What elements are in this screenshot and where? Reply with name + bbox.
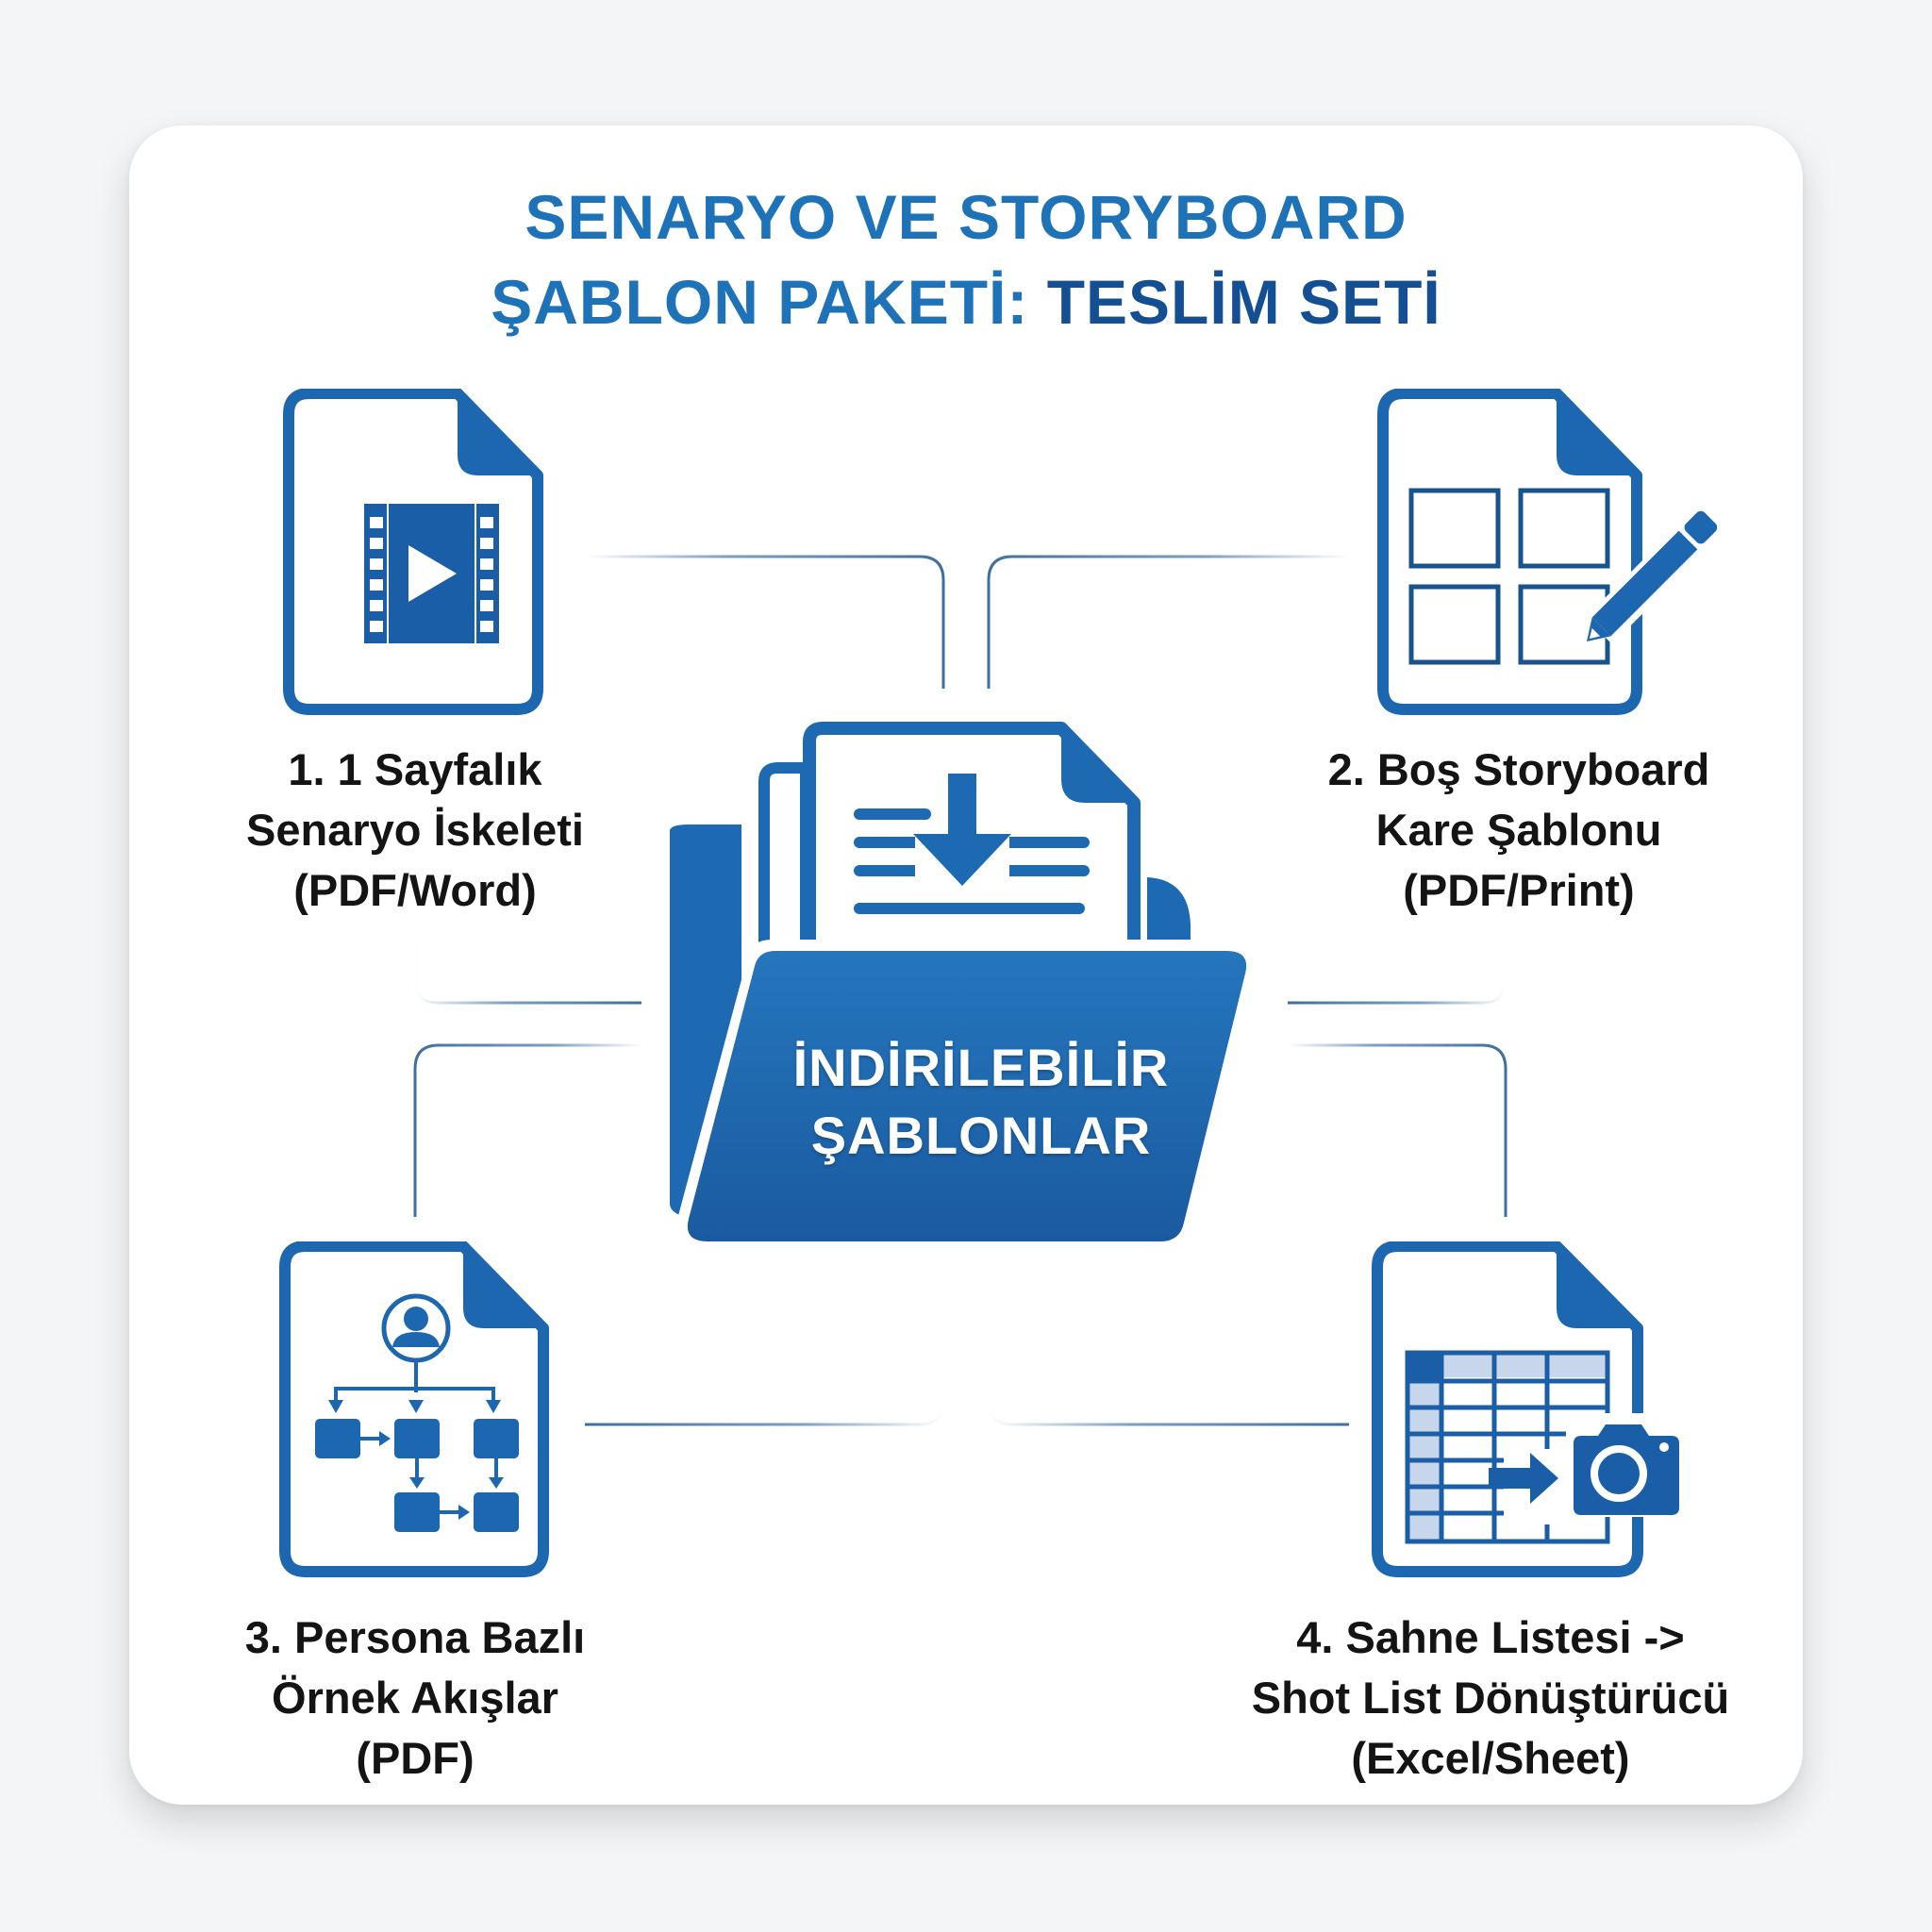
- persona-flowchart-icon: [279, 1241, 549, 1577]
- item-1-title: 1. 1 Sayfalık: [288, 744, 542, 794]
- item-4-subtitle: Shot List Dönüştürücü: [1251, 1673, 1730, 1723]
- center-label: İNDİRİLEBİLİR ŞABLONLAR: [717, 1034, 1245, 1170]
- film-document-icon: [283, 389, 543, 715]
- item-2-label: 2. Boş Storyboard Kare Şablonu (PDF/Prin…: [1264, 740, 1774, 921]
- item-3-title: 3. Persona Bazlı: [244, 1612, 586, 1662]
- item-4-format: (Excel/Sheet): [1351, 1733, 1630, 1783]
- item-4-label: 4. Sahne Listesi -> Shot List Dönüştürüc…: [1179, 1607, 1802, 1789]
- page-title-line-2: ŞABLON PAKETİ: TESLİM SETİ: [0, 260, 1932, 343]
- item-1-label: 1. 1 Sayfalık Senaryo İskeleti (PDF/Word…: [179, 740, 651, 921]
- folder-download-icon: [670, 722, 1259, 1253]
- item-1-subtitle: Senaryo İskeleti: [246, 805, 584, 855]
- title-part-2: TESLİM SETİ: [1046, 267, 1441, 337]
- spreadsheet-camera-icon: [1372, 1241, 1689, 1577]
- center-label-line-2: ŞABLONLAR: [810, 1106, 1152, 1165]
- item-1-format: (PDF/Word): [293, 865, 537, 915]
- item-2-title: 2. Boş Storyboard: [1327, 744, 1710, 794]
- storyboard-grid-pencil-icon: [1377, 389, 1717, 715]
- title-part-1: ŞABLON PAKETİ:: [491, 267, 1047, 337]
- center-label-line-1: İNDİRİLEBİLİR: [792, 1038, 1170, 1097]
- page-title-line-1: SENARYO VE STORYBOARD: [525, 182, 1407, 252]
- item-2-format: (PDF/Print): [1403, 865, 1635, 915]
- item-4-title: 4. Sahne Listesi ->: [1296, 1612, 1685, 1662]
- item-3-subtitle: Örnek Akışlar: [272, 1673, 558, 1723]
- item-3-label: 3. Persona Bazlı Örnek Akışlar (PDF): [179, 1607, 651, 1789]
- item-3-format: (PDF): [356, 1733, 475, 1783]
- item-2-subtitle: Kare Şablonu: [1375, 805, 1662, 855]
